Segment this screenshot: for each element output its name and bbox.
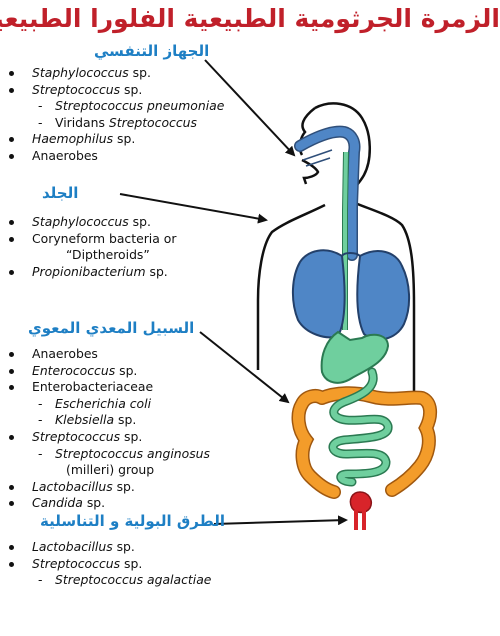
- organism-name: Streptococcus: [108, 114, 197, 130]
- organism-item: Viridans Streptococcus: [6, 115, 224, 132]
- organism-item: (milleri) group: [6, 462, 210, 479]
- organism-text: sp.: [113, 131, 136, 147]
- organism-text: “Diptheroids”: [66, 247, 150, 263]
- organism-name: Escherichia coli: [55, 395, 152, 411]
- arrows: [119, 59, 348, 526]
- organism-list-respiratory: Staphylococcus sp.Streptococcus sp.Strep…: [6, 65, 224, 165]
- organism-name: Staphylococcus: [32, 214, 129, 229]
- organism-name: Streptococcus: [32, 428, 121, 444]
- organism-item: Streptococcus sp.: [6, 429, 210, 446]
- organism-text: Anaerobes: [32, 147, 98, 163]
- organism-text: sp.: [112, 478, 135, 494]
- organism-name: Klebsiella: [55, 412, 115, 428]
- organism-text: sp.: [120, 81, 143, 97]
- organism-text: Coryneform bacteria or: [32, 230, 177, 246]
- organism-name: Lactobacillus: [32, 478, 113, 494]
- organism-text: sp.: [145, 263, 168, 279]
- organism-name: Streptococcus agalactiae: [55, 572, 212, 588]
- organism-text: sp.: [112, 539, 135, 554]
- heading-skin: الجلد: [42, 184, 79, 202]
- organism-text: sp.: [114, 412, 137, 428]
- organism-item: Candida sp.: [6, 495, 210, 512]
- organism-item: Escherichia coli: [6, 396, 210, 413]
- heading-respiratory: الجهاز التنفسي: [94, 42, 210, 60]
- arrow-respiratory: [204, 59, 296, 157]
- organism-item: Streptococcus pneumoniae: [6, 98, 224, 115]
- organism-item: Propionibacterium sp.: [6, 264, 176, 281]
- organism-text: sp.: [115, 362, 138, 378]
- heading-urogenital: الطرق البولية و التناسلية: [40, 512, 226, 530]
- organism-item: Streptococcus agalactiae: [6, 572, 211, 589]
- organism-item: Haemophilus sp.: [6, 131, 224, 148]
- organism-item: Coryneform bacteria or: [6, 231, 176, 248]
- lungs: [292, 249, 410, 341]
- organism-item: Streptococcus sp.: [6, 82, 224, 99]
- organism-name: Streptococcus: [32, 81, 121, 97]
- organism-name: Streptococcus anginosus: [55, 445, 210, 461]
- arrow-gi: [199, 331, 290, 404]
- urogenital-organ: [349, 491, 372, 530]
- organism-name: Propionibacterium: [32, 263, 146, 279]
- organism-item: Enterococcus sp.: [6, 363, 210, 380]
- organism-item: Klebsiella sp.: [6, 412, 210, 429]
- organism-list-urogenital: Lactobacillus sp.Streptococcus sp.Strept…: [6, 539, 211, 589]
- airway: [294, 125, 361, 261]
- heading-gi: السبيل المعدي المعوي: [28, 319, 195, 337]
- organism-text: sp.: [120, 428, 143, 444]
- organism-text: Viridans: [55, 114, 109, 130]
- organism-list-skin: Staphylococcus sp.Coryneform bacteria or…: [6, 214, 176, 280]
- organism-item: Lactobacillus sp.: [6, 479, 210, 496]
- arrow-skin: [119, 193, 268, 224]
- organism-name: Streptococcus pneumoniae: [55, 98, 225, 114]
- organism-text: sp.: [120, 555, 143, 571]
- organism-item: Staphylococcus sp.: [6, 214, 176, 231]
- organism-text: sp.: [128, 65, 151, 80]
- organism-text: Enterobacteriaceae: [32, 379, 154, 395]
- organism-item: Streptococcus anginosus: [6, 446, 210, 463]
- organism-text: (milleri) group: [66, 462, 155, 478]
- organism-text: Anaerobes: [32, 346, 98, 361]
- organism-item: Enterobacteriaceae: [6, 379, 210, 396]
- organism-name: Candida: [32, 495, 83, 511]
- arrow-urogenital: [213, 515, 348, 526]
- stomach: [320, 330, 390, 384]
- page-title: الزمرة الجرثومية الطبيعية الفلورا الطبيع…: [0, 4, 500, 33]
- organism-name: Lactobacillus: [32, 539, 113, 554]
- organism-name: Haemophilus: [32, 131, 114, 147]
- organism-item: “Diptheroids”: [6, 247, 176, 264]
- organism-text: sp.: [82, 495, 106, 511]
- organism-text: sp.: [128, 214, 151, 229]
- organism-item: Anaerobes: [6, 148, 224, 165]
- organism-name: Enterococcus: [32, 362, 116, 378]
- organism-item: Anaerobes: [6, 346, 210, 363]
- organism-name: Staphylococcus: [32, 65, 129, 80]
- organism-item: Staphylococcus sp.: [6, 65, 224, 82]
- organism-item: Lactobacillus sp.: [6, 539, 211, 556]
- organism-name: Streptococcus: [32, 555, 121, 571]
- organism-item: Streptococcus sp.: [6, 556, 211, 573]
